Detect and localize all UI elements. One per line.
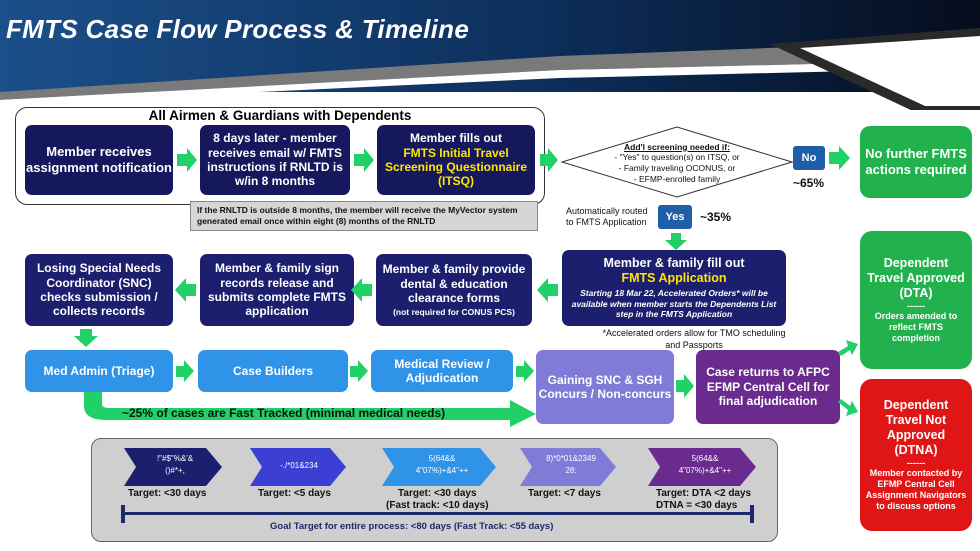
target-4: Target: <7 days bbox=[528, 488, 601, 500]
arrow-left-icon bbox=[537, 278, 558, 302]
outcome-dta-title: Dependent Travel Approved (DTA) bbox=[867, 256, 965, 301]
chevron-4-text: 8)*0*01&2349 28: bbox=[534, 453, 608, 477]
goal-target: Goal Target for entire process: <80 days… bbox=[270, 521, 554, 532]
target-2-line-1: Target: <5 days bbox=[258, 488, 331, 499]
chevron-1-text-1: !"#$"%&'& bbox=[156, 454, 194, 463]
yes-chip: Yes bbox=[658, 205, 692, 229]
chevron-1-text: !"#$"%&'& ()#*+, bbox=[140, 453, 210, 477]
step-fill-application: Member & family fill out FMTS Applicatio… bbox=[562, 250, 786, 326]
step-fill-itsq-name: FMTS Initial Travel Screening Questionna… bbox=[384, 145, 528, 189]
group-title: All Airmen & Guardians with Dependents bbox=[148, 108, 412, 123]
step-case-returns-label: Case returns to AFPC EFMP Central Cell f… bbox=[706, 365, 830, 409]
outcome-dtna: Dependent Travel Not Approved (DTNA) ---… bbox=[860, 379, 972, 531]
fast-track-label: ~25% of cases are Fast Tracked (minimal … bbox=[122, 406, 446, 420]
step-med-admin-label: Med Admin (Triage) bbox=[43, 363, 155, 378]
target-5: Target: DTA <2 days DTNA = <30 days bbox=[656, 488, 751, 512]
decision-line-2: - Family traveling OCONUS, or bbox=[618, 163, 736, 173]
rnltd-note: If the RNLTD is outside 8 months, the me… bbox=[190, 201, 538, 231]
chevron-2-text: -./*01&234 bbox=[262, 460, 336, 472]
outcome-dtna-note: Member contacted by EFMP Central Cell As… bbox=[865, 468, 967, 511]
target-1: Target: <30 days bbox=[128, 488, 206, 500]
outcome-dtna-dashes: ------ bbox=[907, 458, 925, 469]
outcome-dta: Dependent Travel Approved (DTA) ------ O… bbox=[860, 231, 972, 369]
chevron-1-text-2: ()#*+, bbox=[165, 466, 185, 475]
outcome-no-further-label: No further FMTS actions required bbox=[865, 146, 967, 177]
page-title: FMTS Case Flow Process & Timeline bbox=[6, 14, 470, 44]
step-fill-application-prefix: Member & family fill out bbox=[603, 256, 745, 271]
target-5-line-2: DTNA = <30 days bbox=[656, 500, 738, 511]
fast-track-arrow bbox=[84, 392, 536, 427]
chevron-4-text-2: 28: bbox=[565, 466, 577, 475]
arrow-right-icon bbox=[829, 146, 850, 170]
chevron-4-text-1: 8)*0*01&2349 bbox=[546, 454, 596, 463]
step-med-admin: Med Admin (Triage) bbox=[25, 350, 173, 392]
target-3-line-1: Target: <30 days bbox=[398, 488, 477, 499]
arrow-down-right-icon bbox=[838, 399, 858, 416]
step-case-builders-label: Case Builders bbox=[232, 363, 314, 378]
target-3: Target: <30 days (Fast track: <10 days) bbox=[386, 488, 489, 512]
target-1-line-1: Target: <30 days bbox=[128, 488, 207, 499]
step-losing-snc-label: Losing Special Needs Coordinator (SNC) c… bbox=[36, 261, 162, 319]
step-medical-review-label: Medical Review / Adjudication bbox=[394, 356, 490, 385]
step-medical-review: Medical Review / Adjudication bbox=[371, 350, 513, 392]
arrow-left-icon bbox=[351, 278, 372, 302]
chevron-3-text-2: 4"07%)+&4"++ bbox=[415, 466, 469, 475]
chevron-5-text: 5(64&& 4"07%)+&4"++ bbox=[660, 453, 750, 477]
accelerated-note: *Accelerated orders allow for TMO schedu… bbox=[602, 328, 786, 350]
decision-line-3: - EFMP-enrolled family bbox=[633, 173, 721, 184]
step-dental-education: Member & family provide dental & educati… bbox=[376, 254, 532, 326]
target-5-line-1: Target: DTA <2 days bbox=[656, 488, 752, 499]
step-losing-snc: Losing Special Needs Coordinator (SNC) c… bbox=[25, 254, 173, 326]
arrow-right-icon bbox=[176, 360, 194, 382]
arrow-right-icon bbox=[676, 374, 694, 398]
chevron-2-text-1: -./*01&234 bbox=[280, 461, 318, 470]
step-8-days-later-label: 8 days later - member receives email w/ … bbox=[207, 131, 343, 189]
step-fill-itsq: Member fills out FMTS Initial Travel Scr… bbox=[377, 125, 535, 195]
no-percent: ~65% bbox=[793, 176, 825, 190]
outcome-dta-note: Orders amended to reflect FMTS completio… bbox=[874, 311, 958, 343]
chevron-3-text-1: 5(64&& bbox=[428, 454, 456, 463]
target-4-line-1: Target: <7 days bbox=[528, 488, 601, 499]
step-gaining-snc-label: Gaining SNC & SGH Concurs / Non-concurs bbox=[538, 372, 672, 401]
yes-percent: ~35% bbox=[700, 210, 732, 224]
decision-diamond bbox=[561, 126, 793, 198]
step-dental-education-note: (not required for CONUS PCS) bbox=[393, 307, 515, 318]
step-8-days-later: 8 days later - member receives email w/ … bbox=[200, 125, 350, 195]
outcome-dtna-title: Dependent Travel Not Approved (DTNA) bbox=[883, 398, 949, 458]
step-sign-records-label: Member & family sign records release and… bbox=[207, 261, 347, 319]
step-fill-application-note: Starting 18 Mar 22, Accelerated Orders* … bbox=[571, 288, 777, 320]
target-2: Target: <5 days bbox=[258, 488, 331, 500]
step-fill-application-name: FMTS Application bbox=[621, 271, 727, 286]
arrow-up-right-icon bbox=[838, 340, 858, 356]
chevron-3-text: 5(64&& 4"07%)+&4"++ bbox=[396, 453, 488, 477]
step-member-receives-label: Member receives assignment notification bbox=[26, 144, 172, 175]
arrow-left-icon bbox=[175, 278, 196, 302]
outcome-no-further: No further FMTS actions required bbox=[860, 126, 972, 198]
auto-routed-note: Automatically routed to FMTS Application bbox=[566, 206, 648, 228]
step-member-receives: Member receives assignment notification bbox=[25, 125, 173, 195]
step-fill-itsq-prefix: Member fills out bbox=[409, 131, 502, 146]
step-gaining-snc: Gaining SNC & SGH Concurs / Non-concurs bbox=[536, 350, 674, 424]
arrow-right-icon bbox=[350, 360, 368, 382]
step-case-returns: Case returns to AFPC EFMP Central Cell f… bbox=[696, 350, 840, 424]
no-chip: No bbox=[793, 146, 825, 170]
decision-title: Add'l screening needed if: bbox=[624, 141, 730, 152]
step-sign-records: Member & family sign records release and… bbox=[200, 254, 354, 326]
step-dental-education-label: Member & family provide dental & educati… bbox=[382, 262, 526, 306]
chevron-5-text-1: 5(64&& bbox=[691, 454, 719, 463]
decision-line-1: - "Yes" to question(s) on ITSQ, or bbox=[614, 152, 740, 163]
target-3-line-2: (Fast track: <10 days) bbox=[386, 500, 489, 511]
header-banner bbox=[0, 0, 980, 110]
arrow-down-icon bbox=[665, 233, 687, 250]
chevron-5-text-2: 4"07%)+&4"++ bbox=[678, 466, 732, 475]
arrow-right-icon bbox=[516, 360, 534, 382]
arrow-down-icon bbox=[74, 329, 98, 347]
outcome-dta-dashes: ------ bbox=[907, 301, 925, 312]
decision-text: Add'l screening needed if: - "Yes" to qu… bbox=[580, 141, 774, 185]
step-case-builders: Case Builders bbox=[198, 350, 348, 392]
